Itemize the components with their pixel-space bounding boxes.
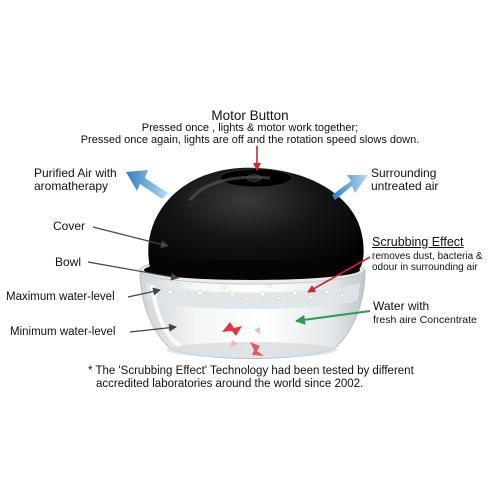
min-water-level-label: Minimum water-level bbox=[10, 326, 116, 338]
water-label-1: Water with bbox=[373, 299, 430, 313]
scrubbing-effect-title: Scrubbing Effect bbox=[372, 235, 464, 249]
water-swirl-icon bbox=[222, 322, 264, 356]
motor-button-desc-2: Pressed once again, lights are off and t… bbox=[80, 134, 420, 146]
pointer-lines bbox=[87, 226, 179, 333]
purified-air-label-1: Purified Air with bbox=[34, 166, 117, 180]
motor-button-desc-1: Pressed once , lights & motor work toget… bbox=[141, 122, 359, 134]
bowl-label: Bowl bbox=[55, 255, 82, 269]
max-water-level-label: Maximum water-level bbox=[6, 291, 115, 303]
air-flow-arrow-icon bbox=[126, 170, 368, 200]
water-label-2: fresh aire Concentrate bbox=[373, 314, 477, 326]
footnote-line-2: accredited laboratories around the world… bbox=[96, 378, 364, 390]
footnote-line-1: * The 'Scrubbing Effect' Technology had … bbox=[88, 365, 414, 377]
purified-air-label-2: aromatherapy bbox=[34, 179, 109, 193]
motor-button-title: Motor Button bbox=[211, 108, 289, 123]
green-pointer bbox=[295, 310, 371, 325]
surrounding-air-label-1: Surrounding bbox=[371, 166, 437, 180]
cover-graphic bbox=[144, 167, 364, 280]
cover-label: Cover bbox=[53, 219, 86, 233]
surrounding-air-label-2: untreated air bbox=[371, 179, 439, 193]
scrubbing-effect-desc-1: removes dust, bacteria & bbox=[372, 251, 483, 262]
scrubbing-effect-desc-2: odour in surrounding air bbox=[372, 262, 478, 273]
red-pointers bbox=[253, 146, 371, 293]
